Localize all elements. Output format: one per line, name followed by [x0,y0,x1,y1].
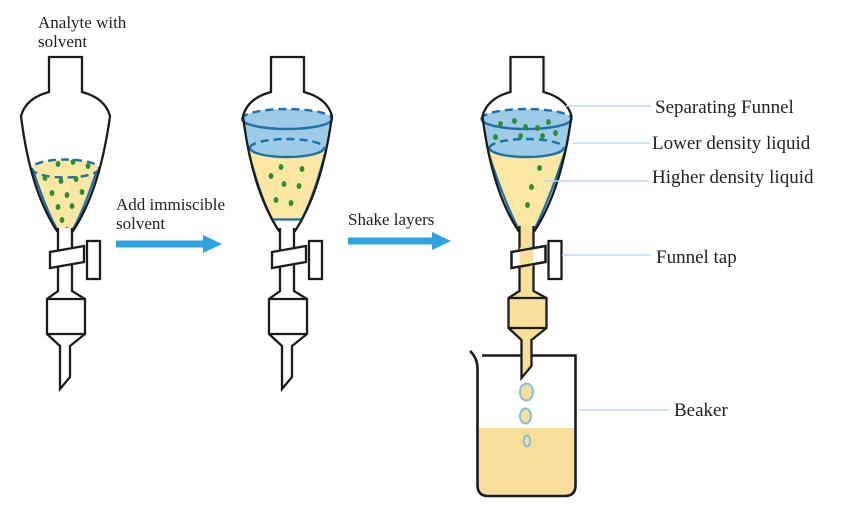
falling-droplets [519,382,534,448]
tap-knob-2 [307,239,324,281]
funnel-1-stem-and-tap [45,228,102,393]
funnel-1-liquid [24,168,106,234]
callout-funnel-tap: Funnel tap [656,247,737,268]
step-shake-label: Shake layers [348,210,435,229]
step-arrow-1 [116,235,222,253]
separating-funnel-2 [240,55,334,393]
callout-higher-density-liquid: Higher density liquid [652,167,814,188]
funnel-2-stem-and-tap [267,228,324,393]
beaker-liquid [478,428,575,495]
droplet-2 [519,407,532,425]
separating-funnel-1 [19,55,112,393]
funnel-3-stem-and-tap-open [507,226,563,382]
step-add-solvent-label: Add immiscible solvent [116,195,226,233]
dashed-surface-funnel-3 [480,107,573,120]
droplet-1 [519,382,534,402]
dashed-interface-funnel-3 [488,137,565,149]
tap-plug-2 [270,244,308,270]
droplet-3 [522,434,532,448]
tap-plug-1 [48,244,86,270]
analyte-dots-funnel-3-lower [525,165,542,208]
callout-beaker: Beaker [674,400,728,421]
callout-leader-lines [543,105,668,411]
analyte-dots-funnel-1 [42,159,91,233]
beaker [469,350,577,498]
tap-knob-3 [547,239,563,281]
analyte-dots-funnel-2 [268,164,305,206]
analyte-dots-funnel-3-upper [493,118,558,140]
step-arrow-2 [348,232,451,250]
separating-funnel-3 [480,55,573,382]
callout-separating-funnel: Separating Funnel [655,97,794,118]
dashed-surface-funnel-2 [240,107,334,120]
analyte-label: Analyte with solvent [38,13,127,51]
tap-knob-1 [85,239,102,281]
callout-lower-density-liquid: Lower density liquid [652,133,811,154]
dashed-interface-funnel-2 [248,137,326,149]
